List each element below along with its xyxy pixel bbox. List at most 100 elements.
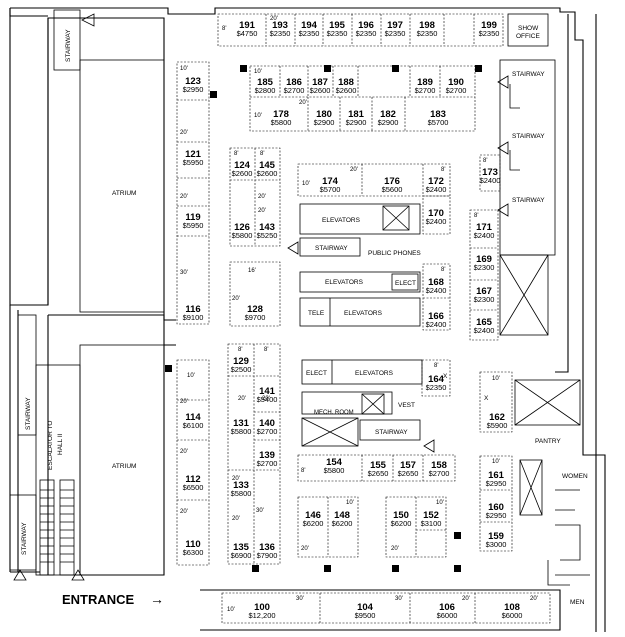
booth-187: 187$2600 — [310, 77, 331, 95]
booth-price: $2950 — [183, 85, 204, 94]
booth-price: $2350 — [479, 29, 500, 38]
booth-price: $6000 — [437, 611, 458, 620]
booth-180: 180$2900 — [314, 109, 335, 127]
booth-price: $6500 — [183, 483, 204, 492]
left-stairway-bottom: STAIRWAY — [9, 494, 85, 581]
booth-199: 199$2350 — [479, 20, 500, 38]
booth-139: 139$2700 — [257, 450, 278, 468]
booth-price: $2700 — [446, 86, 467, 95]
svg-text:30': 30' — [256, 508, 264, 514]
atrium-label: ATRIUM — [112, 463, 136, 470]
svg-text:20': 20' — [530, 596, 538, 602]
booth-155: 155$2650 — [368, 460, 389, 478]
booth-169: 169$2300 — [474, 254, 495, 272]
booth-price: $6100 — [183, 421, 204, 430]
booth-number: 169 — [476, 254, 492, 265]
booth-number: 199 — [481, 20, 497, 31]
booth-column-west-lower: 10' 20' 20' 20' — [165, 359, 210, 566]
booth-number: 166 — [428, 311, 444, 322]
show-office: SHOW OFFICE — [507, 13, 549, 47]
booth-160: 160$2950 — [486, 502, 507, 520]
svg-text:8': 8' — [483, 158, 487, 164]
booth-price: $2350 — [426, 383, 447, 392]
booth-190: 190$2700 — [446, 77, 467, 95]
booth-178: 178$5800 — [271, 109, 292, 127]
building-walls — [9, 7, 606, 632]
booth-number: 119 — [185, 212, 200, 223]
elect-label: ELECT — [395, 280, 416, 287]
booth-110: 110$6300 — [183, 539, 204, 557]
booth-price: $12,200 — [248, 611, 275, 620]
booth-158: 158$2700 — [429, 460, 450, 478]
booth-number: 100 — [254, 602, 270, 613]
booth-number: 182 — [380, 109, 396, 120]
stairway-label: STAIRWAY — [21, 522, 28, 555]
booth-price: $5700 — [428, 118, 449, 127]
booth-price: $2650 — [368, 469, 389, 478]
booth-price: $2350 — [299, 29, 320, 38]
booth-number: 146 — [305, 510, 321, 521]
booth-block-128: 16' 20' — [229, 261, 281, 327]
women-label: WOMEN — [562, 473, 588, 480]
booth-number: 141 — [259, 386, 276, 397]
booth-119: 119$5950 — [183, 212, 204, 230]
booth-131: 131$5800 — [231, 418, 252, 436]
booth-number: 173 — [482, 167, 498, 178]
stairway-label: STAIRWAY — [375, 429, 408, 436]
booth-150: 150$6200 — [391, 510, 412, 528]
svg-text:20': 20' — [232, 476, 240, 482]
booth-block-146: 10' 20' 10' 20' — [297, 496, 461, 572]
booth-price: $7900 — [257, 551, 278, 560]
booth-129: 129$2500 — [231, 356, 252, 374]
booth-number: 168 — [428, 277, 444, 288]
booth-number: 180 — [316, 109, 332, 120]
booth-116: 116$9100 — [183, 304, 204, 322]
booth-price: $5250 — [257, 231, 278, 240]
booth-number: 150 — [393, 510, 409, 521]
booth-column-west-upper: 10' 20' 20' 30' — [176, 61, 217, 325]
elevators-label: ELEVATORS — [325, 279, 364, 286]
svg-text:20': 20' — [270, 16, 278, 22]
booth-198: 198$2350 — [417, 20, 438, 38]
booth-number: 164 — [428, 374, 445, 385]
booth-number: 116 — [185, 304, 200, 315]
elevator-core-lower: ELECT ELEVATORS 8' X MECH. ROOM VEST STA… — [301, 359, 451, 453]
booth-100: 100$12,200 — [248, 602, 275, 620]
booth-162: 162$5900 — [487, 412, 508, 430]
booth-number: 143 — [259, 222, 275, 233]
booth-number: 135 — [233, 542, 250, 553]
booth-126: 126$5800 — [232, 222, 253, 240]
booth-148: 148$6200 — [332, 510, 353, 528]
booth-number: 165 — [476, 317, 493, 328]
booth-197: 197$2350 — [385, 20, 406, 38]
booth-136: 136$7900 — [257, 542, 278, 560]
booth-189: 189$2700 — [415, 77, 436, 95]
booth-number: 112 — [185, 474, 200, 485]
booth-price: $2950 — [486, 479, 507, 488]
booth-123: 123$2950 — [183, 76, 204, 94]
booth-price: $2700 — [284, 86, 305, 95]
booth-number: 131 — [233, 418, 250, 429]
booth-146: 146$6200 — [303, 510, 324, 528]
atrium-label: ATRIUM — [112, 190, 136, 197]
booth-number: 191 — [239, 20, 256, 31]
booth-181: 181$2900 — [346, 109, 367, 127]
booth-114: 114$6100 — [183, 412, 204, 430]
svg-text:8': 8' — [234, 151, 238, 157]
svg-text:10': 10' — [254, 113, 262, 119]
booth-price: $6200 — [303, 519, 324, 528]
x-mark: X — [484, 395, 489, 402]
booth-price: $5900 — [487, 421, 508, 430]
svg-text:20': 20' — [180, 509, 188, 515]
svg-text:20': 20' — [232, 516, 240, 522]
booth-price: $2400 — [426, 286, 447, 295]
booth-number: 198 — [419, 20, 435, 31]
booth-number: 152 — [423, 510, 439, 521]
booth-121: 121$5950 — [183, 149, 204, 167]
elevators-label: ELEVATORS — [322, 217, 361, 224]
booth-167: 167$2300 — [474, 286, 495, 304]
booth-number: 106 — [439, 602, 455, 613]
entrance-label: ENTRANCE — [62, 592, 135, 607]
booth-number: 159 — [488, 531, 504, 542]
